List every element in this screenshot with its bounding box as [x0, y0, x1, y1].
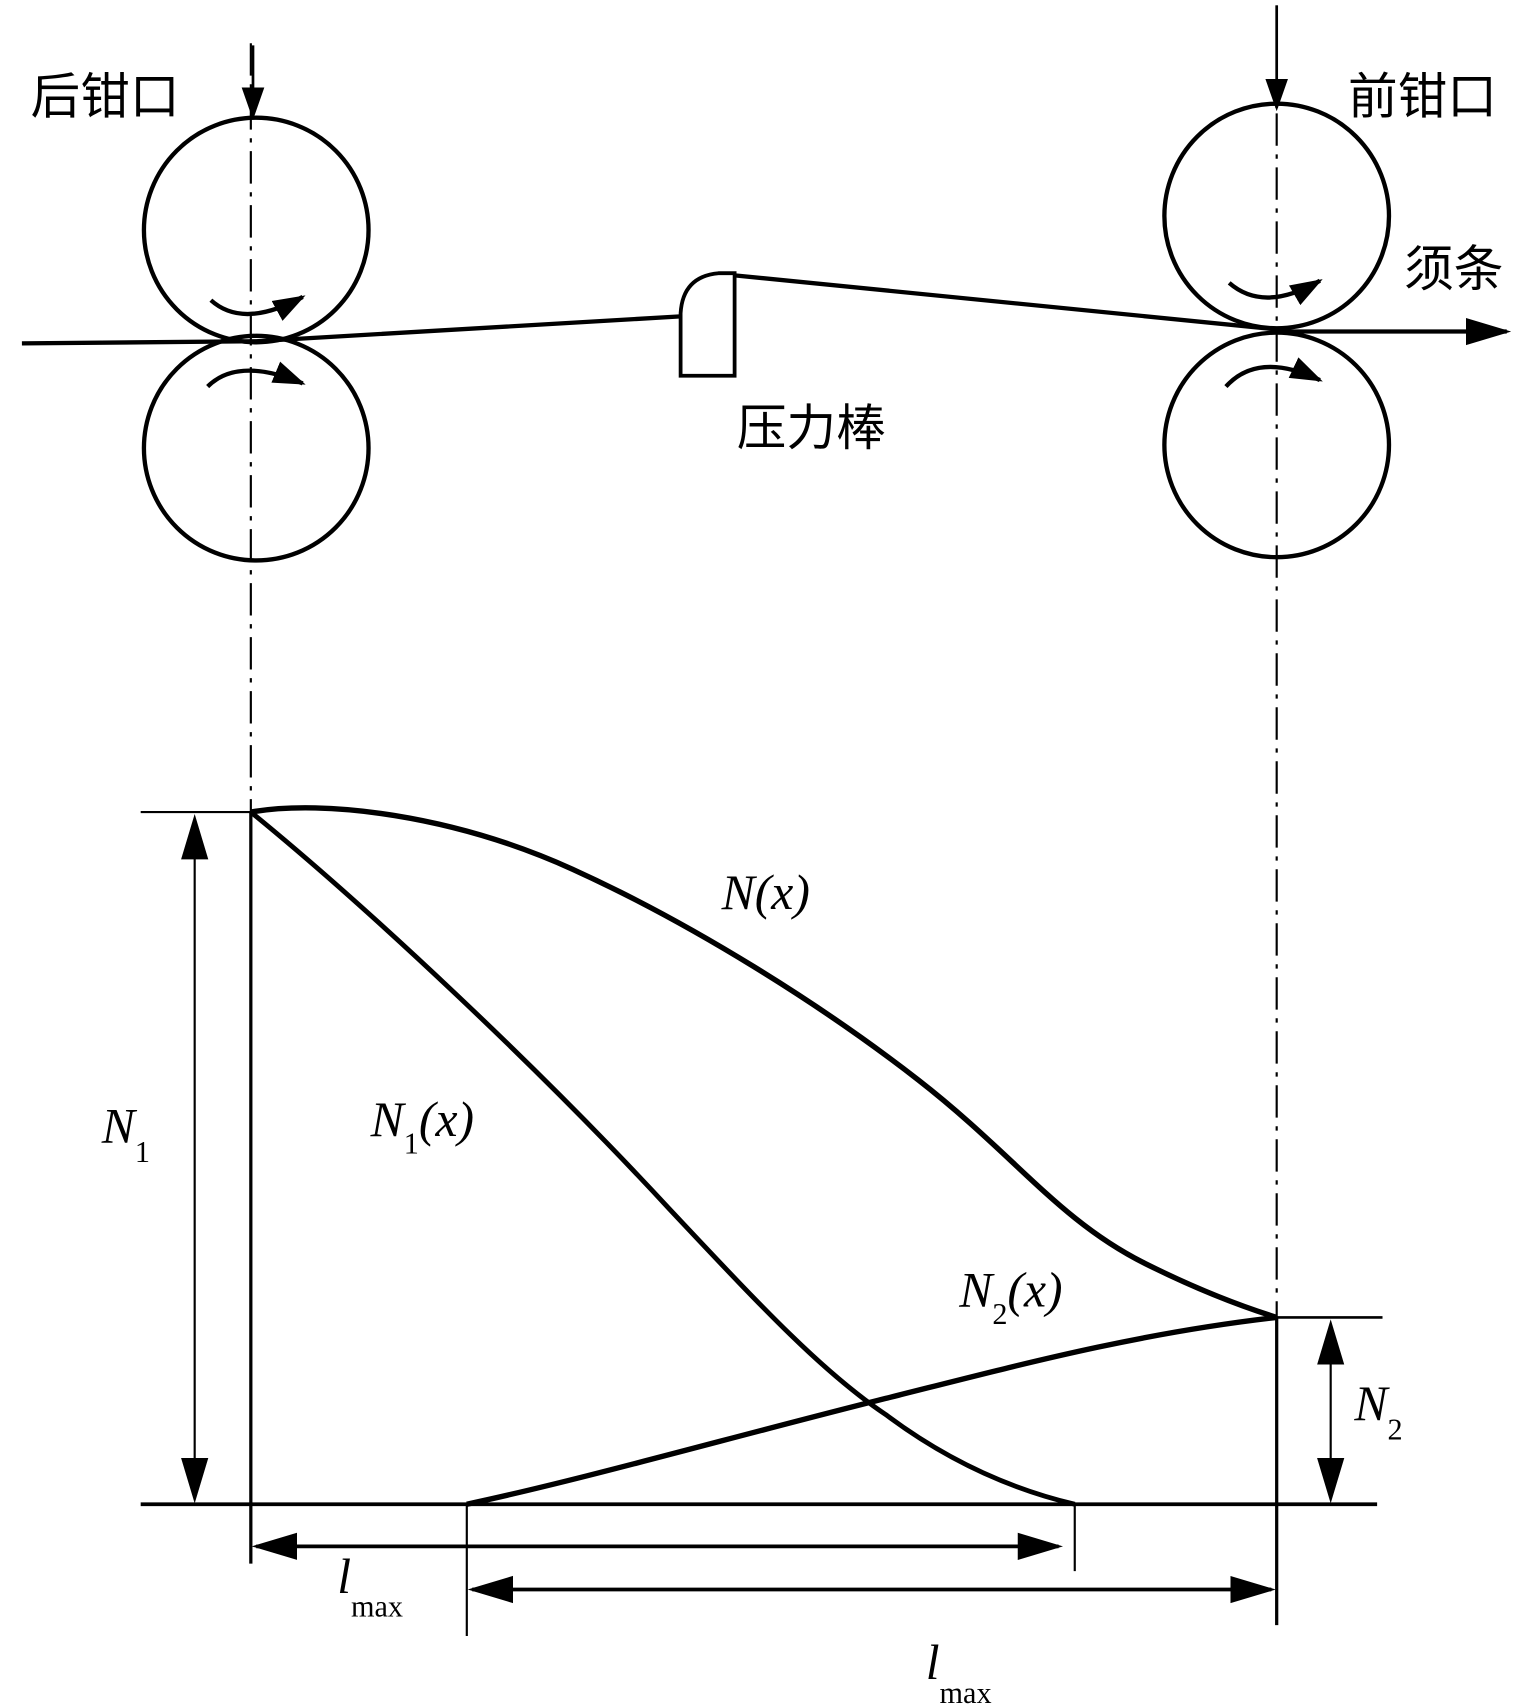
- curve-N1: [249, 810, 1076, 1507]
- rear-bottom-roller: [141, 333, 371, 563]
- sliver-label: 须条: [1404, 240, 1503, 298]
- label-lmax-1: lmax: [337, 1549, 403, 1624]
- label-N1-x: N1(x): [370, 1092, 474, 1160]
- pressure-bar-label: 压力棒: [737, 399, 886, 457]
- rotation-arrow-icon: [1227, 278, 1323, 306]
- rear-top-roller: [141, 115, 371, 345]
- rotation-arrow-icon: [1224, 357, 1323, 389]
- rotation-arrow-icon: [209, 295, 306, 321]
- label-lmax-2: lmax: [926, 1635, 992, 1704]
- curve-N2: [466, 1314, 1277, 1507]
- sliver-path: [21, 314, 681, 346]
- rear-nip-label: 后钳口: [31, 67, 180, 125]
- label-N1: N1: [101, 1098, 150, 1168]
- rotation-arrow-icon: [206, 361, 306, 389]
- front-nip-label: 前钳口: [1348, 67, 1497, 125]
- pressure-bar: [678, 271, 737, 378]
- label-N2: N2: [1353, 1376, 1402, 1446]
- sliver-path: [734, 273, 1277, 332]
- label-N-x: N(x): [721, 865, 810, 920]
- curve-N: [250, 805, 1278, 1320]
- label-N2-x: N2(x): [958, 1263, 1062, 1331]
